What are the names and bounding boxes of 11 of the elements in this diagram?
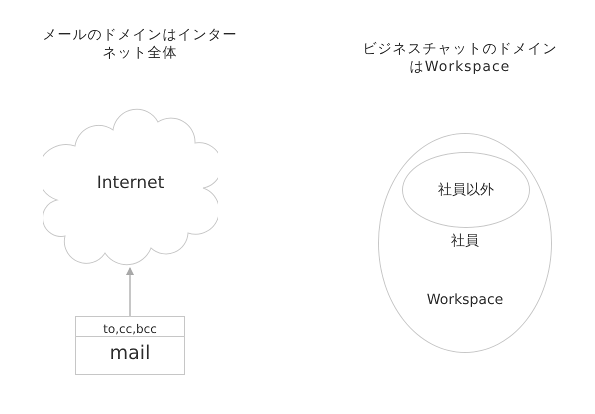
node-label: Workspace (426, 292, 504, 308)
mail-box (75, 316, 185, 375)
heading-text: メールのドメインはインターネット全体 (42, 26, 238, 62)
heading-text: ビジネスチャットのドメインはWorkspace (362, 40, 558, 76)
node-label: 社員 (451, 232, 479, 250)
node-label: 社員以外 (438, 181, 494, 199)
arrow (126, 267, 134, 316)
node-label: Internet (96, 173, 164, 193)
header-label: to,cc,bcc (103, 322, 157, 336)
cloud-shape (43, 108, 218, 268)
node-label: mail (110, 342, 150, 364)
